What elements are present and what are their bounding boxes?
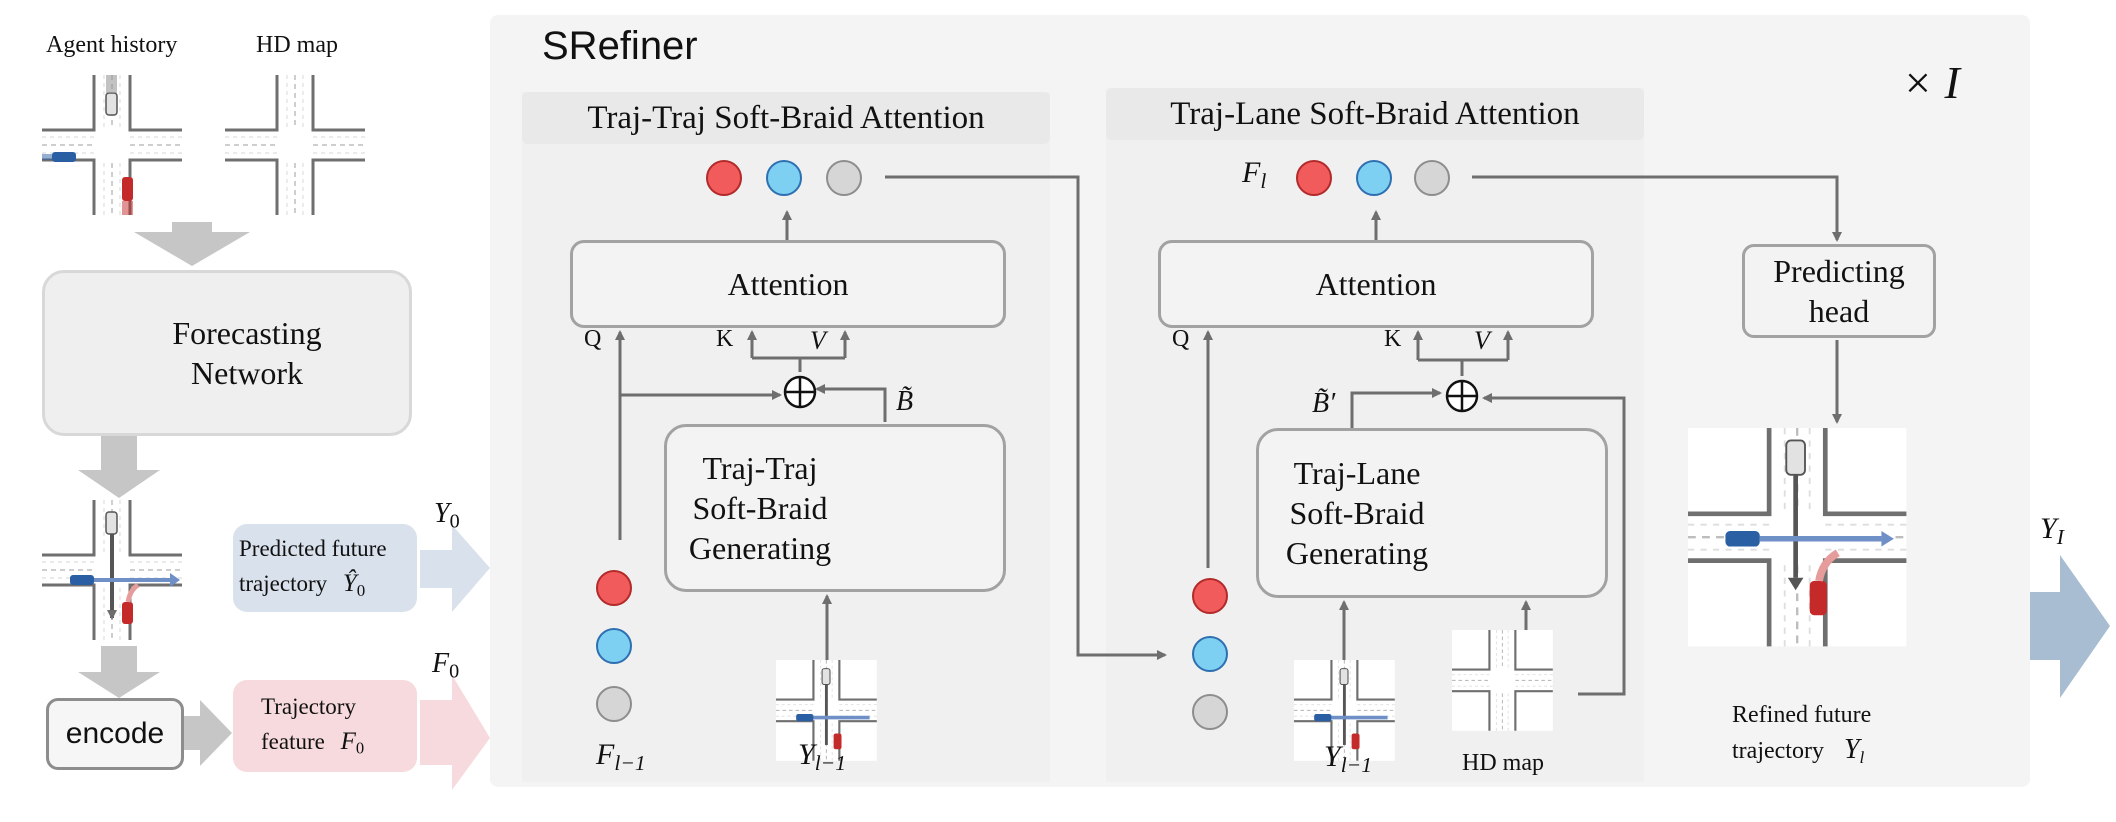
tl-output-blue-node bbox=[1356, 160, 1392, 196]
tl-y-prev-label: Yl−1 bbox=[1324, 740, 1372, 778]
predicting-head-box: Predicting head bbox=[1742, 244, 1936, 338]
tl-generating-box: Traj-Lane Soft-Braid Generating bbox=[1256, 428, 1608, 598]
tl-attention-label: Attention bbox=[1315, 266, 1437, 302]
tl-f-l-sub: l bbox=[1260, 169, 1267, 194]
tl-output-gray-node bbox=[1414, 160, 1450, 196]
tl-q-label: Q bbox=[1172, 326, 1190, 352]
forecasting-network-label: Forecasting Network bbox=[172, 315, 322, 391]
predicted-symbol: Ŷ bbox=[342, 570, 357, 597]
tt-output-red-node bbox=[706, 160, 742, 196]
y0-symbol: Y bbox=[434, 498, 450, 529]
tl-hd-map-label: HD map bbox=[1462, 750, 1544, 776]
tt-y-prev-map bbox=[774, 658, 878, 762]
tt-attention-box: Attention bbox=[570, 240, 1006, 328]
yi-label: YI bbox=[2040, 512, 2064, 550]
tl-f-l-label: Fl bbox=[1242, 156, 1266, 194]
tt-k-label: K bbox=[716, 326, 734, 352]
f0-symbol: F bbox=[432, 648, 450, 679]
tt-attention-label: Attention bbox=[727, 266, 849, 302]
tt-input-red-node bbox=[596, 570, 632, 606]
tl-output-red-node bbox=[1296, 160, 1332, 196]
trajectory-feature-box: Trajectory feature F0 bbox=[233, 680, 417, 772]
predicting-head-label: Predicting head bbox=[1773, 253, 1905, 329]
tt-header: Traj-Traj Soft-Braid Attention bbox=[522, 92, 1050, 144]
tt-y-prev-sub: l−1 bbox=[814, 751, 847, 776]
tt-y-prev-label: Yl−1 bbox=[798, 738, 846, 776]
tt-output-gray-node bbox=[826, 160, 862, 196]
predicted-label-line1: Predicted future bbox=[239, 536, 387, 561]
tl-generating-label: Traj-Lane Soft-Braid Generating bbox=[1285, 455, 1429, 571]
forecasting-network-box: Forecasting Network bbox=[42, 270, 412, 436]
hd-map-top bbox=[223, 73, 367, 217]
tt-f-prev-label: Fl−1 bbox=[596, 738, 646, 776]
hd-map-label: HD map bbox=[256, 32, 338, 58]
tl-plus-icon bbox=[1445, 379, 1479, 413]
refined-label-line2-row: trajectory Yl bbox=[1732, 734, 1864, 768]
f0-label: F0 bbox=[432, 648, 459, 684]
y0-label: Y0 bbox=[434, 498, 460, 534]
encode-box: encode bbox=[46, 698, 184, 770]
tt-generating-label: Traj-Traj Soft-Braid Generating bbox=[688, 450, 832, 566]
tt-generating-box: Traj-Traj Soft-Braid Generating bbox=[664, 424, 1006, 592]
yi-sub: I bbox=[2056, 525, 2064, 550]
tl-header: Traj-Lane Soft-Braid Attention bbox=[1106, 88, 1644, 140]
tt-v-label: V bbox=[810, 326, 826, 355]
tt-q-label: Q bbox=[584, 326, 602, 352]
yi-symbol: Y bbox=[2040, 512, 2057, 545]
tt-b-tilde: B̃ bbox=[896, 386, 914, 417]
tl-b-tilde-prime: B̃′ bbox=[1312, 388, 1336, 419]
tl-f-l-symbol: F bbox=[1242, 156, 1261, 189]
predicted-trajectory-map bbox=[40, 498, 184, 642]
tl-input-gray-node bbox=[1192, 694, 1228, 730]
tt-plus-icon bbox=[783, 375, 817, 409]
agent-history-label: Agent history bbox=[46, 32, 178, 58]
repeat-label: × I bbox=[1902, 57, 1960, 108]
tl-y-prev-map bbox=[1292, 658, 1396, 762]
srefiner-title: SRefiner bbox=[542, 24, 698, 68]
tt-f-prev-symbol: F bbox=[596, 738, 615, 771]
tt-y-prev-symbol: Y bbox=[798, 738, 815, 771]
feature-symbol: F bbox=[340, 728, 356, 755]
tl-y-prev-sub: l−1 bbox=[1340, 753, 1373, 778]
tl-attention-box: Attention bbox=[1158, 240, 1594, 328]
tl-input-blue-node bbox=[1192, 636, 1228, 672]
encode-label: encode bbox=[65, 717, 165, 751]
refined-symbol: Y bbox=[1843, 734, 1860, 765]
tt-output-blue-node bbox=[766, 160, 802, 196]
tt-input-blue-node bbox=[596, 628, 632, 664]
refined-label-line1: Refined future bbox=[1732, 702, 1872, 728]
predicted-future-box: Predicted future trajectory Ŷ0 bbox=[233, 524, 417, 612]
refined-trajectory-map bbox=[1688, 428, 1906, 646]
tl-input-red-node bbox=[1192, 578, 1228, 614]
feature-symbol-sub: 0 bbox=[355, 738, 365, 758]
feature-label-line1: Trajectory bbox=[261, 694, 356, 719]
agent-history-map bbox=[40, 73, 184, 217]
f0-sub: 0 bbox=[449, 660, 460, 683]
refined-label-line2: trajectory bbox=[1732, 738, 1824, 764]
feature-label-line2: feature bbox=[261, 729, 325, 754]
tl-k-label: K bbox=[1384, 326, 1402, 352]
tt-f-prev-sub: l−1 bbox=[614, 751, 646, 776]
y0-sub: 0 bbox=[449, 510, 460, 533]
predicted-label-line2: trajectory bbox=[239, 571, 328, 596]
tt-input-gray-node bbox=[596, 686, 632, 722]
refined-sub: l bbox=[1859, 747, 1865, 767]
tl-v-label: V bbox=[1474, 326, 1490, 355]
tl-y-prev-symbol: Y bbox=[1324, 740, 1341, 773]
tl-hd-map bbox=[1450, 628, 1554, 732]
predicted-symbol-sub: 0 bbox=[356, 580, 366, 600]
